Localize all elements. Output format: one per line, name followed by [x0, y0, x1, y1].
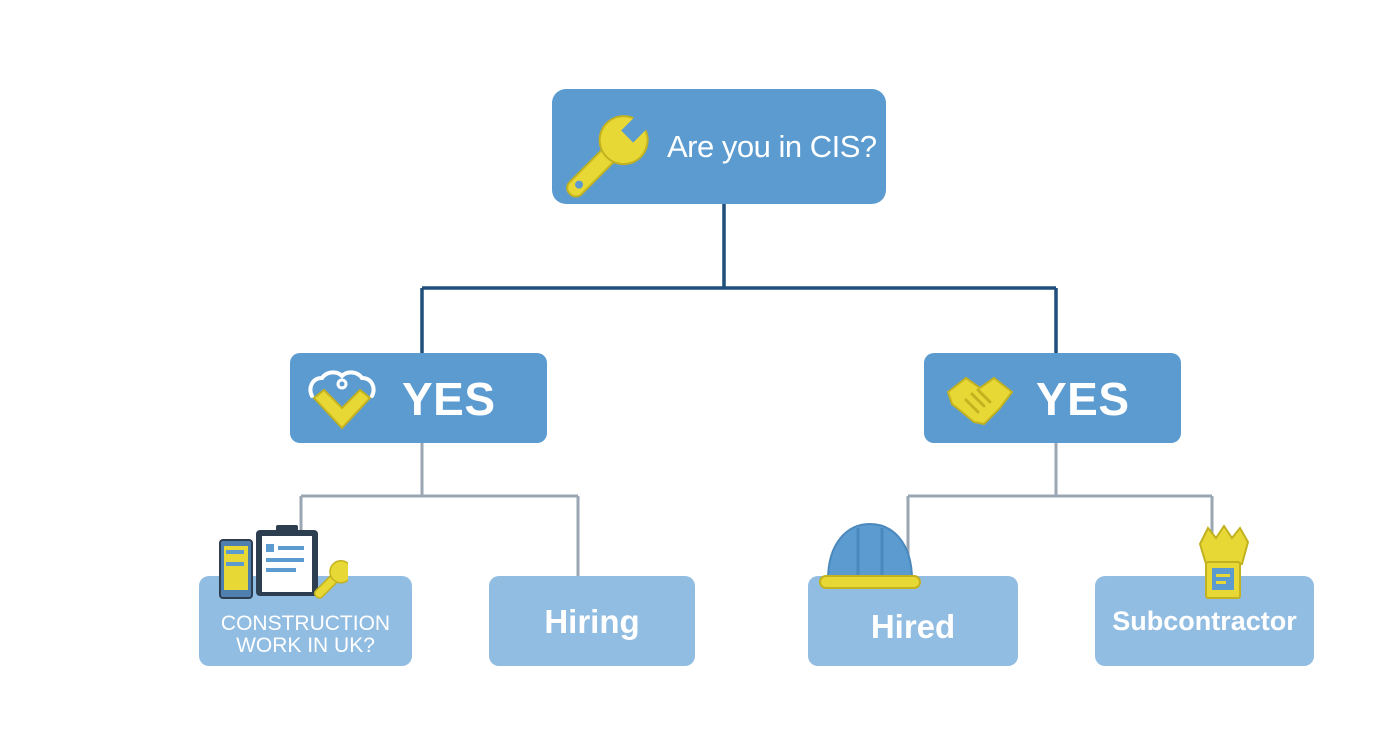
construction-work-label-group: CONSTRUCTION WORK IN UK? [220, 611, 391, 657]
top-connectors [420, 204, 1058, 353]
wrench-icon [566, 113, 651, 198]
yes-label-right: YES [1036, 373, 1130, 425]
construction-label-line1: CONSTRUCTION [220, 611, 391, 635]
hiring-node: Hiring [489, 576, 695, 666]
root-question-label: Are you in CIS? [667, 129, 877, 164]
hard-hat-icon [819, 522, 921, 589]
hired-label: Hired [870, 607, 956, 645]
bottom-connectors [299, 443, 1214, 576]
construction-work-node: CONSTRUCTION WORK IN UK? [199, 576, 412, 666]
subcontractor-node: Subcontractor [1095, 576, 1314, 666]
hiring-label: Hiring [544, 602, 640, 640]
subcontractor-label: Subcontractor [1112, 605, 1297, 636]
documents-tablet-icon [219, 525, 348, 599]
hired-node: Hired [808, 576, 1018, 666]
construction-label-line2: WORK IN UK? [236, 634, 375, 657]
shield-heart-icon [308, 370, 376, 430]
toolkit-icon [1198, 524, 1250, 599]
handshake-icon [946, 376, 1014, 426]
yes-label-left: YES [402, 373, 496, 425]
